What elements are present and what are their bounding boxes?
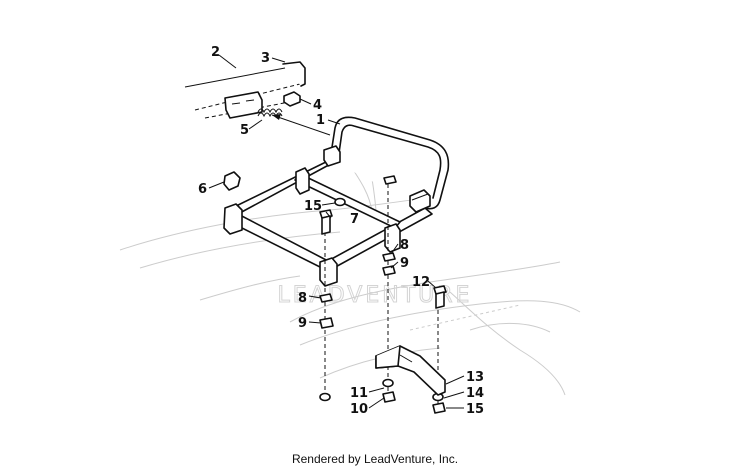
callout-part-9-left: 9: [298, 316, 307, 331]
fasteners: [223, 171, 447, 414]
rack-frame: [223, 116, 450, 287]
callout-part-3: 3: [261, 51, 270, 66]
callout-part-10: 10: [350, 402, 368, 417]
leader-lines: [208, 54, 465, 409]
callout-labels: 2 3 4 5 1 6 15 7 8 9 12 8 9 11 10 13 14 …: [198, 45, 484, 417]
callout-part-9-right: 9: [400, 256, 409, 271]
callout-part-15-upper: 15: [304, 199, 322, 214]
background-vehicle-outline: [119, 159, 581, 396]
callout-part-5: 5: [240, 123, 249, 138]
callout-part-14: 14: [466, 386, 484, 401]
callout-part-1: 1: [316, 113, 325, 128]
callout-part-15-lower: 15: [466, 402, 484, 417]
callout-part-11: 11: [350, 386, 368, 401]
callout-part-6: 6: [198, 182, 207, 197]
callout-part-7: 7: [350, 212, 359, 227]
callout-part-8-left: 8: [298, 291, 307, 306]
callout-part-12: 12: [412, 275, 430, 290]
latch-assembly-detail: [184, 61, 331, 136]
mounting-bracket: [375, 345, 446, 396]
callout-part-8-right: 8: [400, 238, 409, 253]
rendered-by-footer: Rendered by LeadVenture, Inc.: [291, 452, 459, 466]
callout-part-4: 4: [313, 98, 322, 113]
callout-part-13: 13: [466, 370, 484, 385]
callout-part-2: 2: [211, 45, 220, 60]
